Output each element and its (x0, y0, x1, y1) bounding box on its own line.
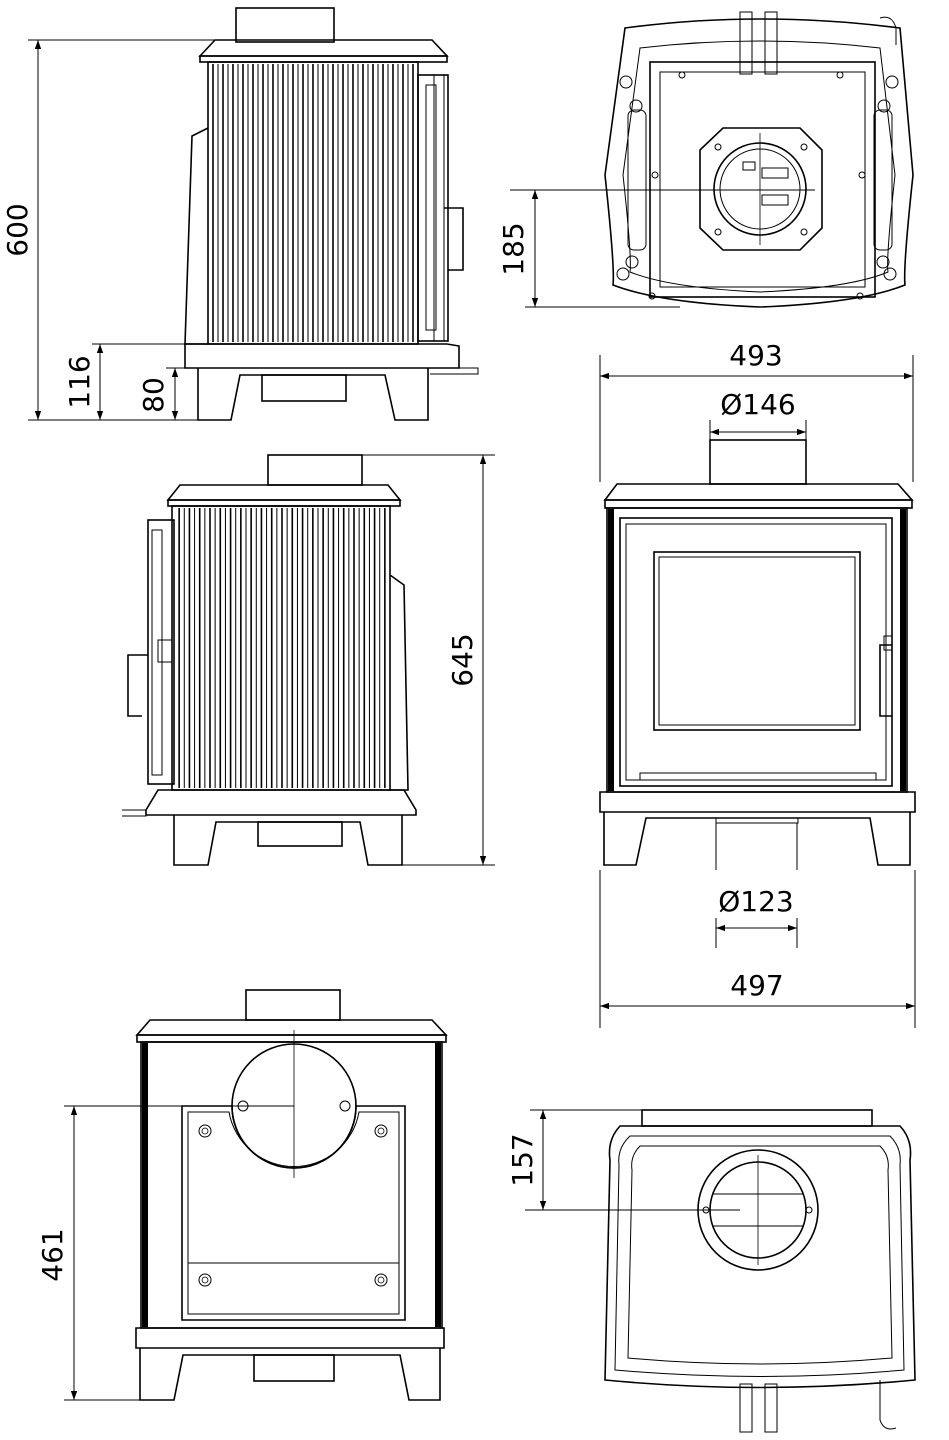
dimension-116: 116 (63, 343, 186, 420)
dimension-645: 645 (362, 454, 495, 866)
dim-label-116: 116 (63, 355, 96, 408)
dimension-dia-123: Ø123 (715, 885, 798, 948)
rear-view (135, 989, 448, 1401)
top-view (604, 11, 914, 308)
dimension-493: 493 (599, 339, 914, 482)
dim-label-493: 493 (729, 339, 782, 372)
dim-label-123: Ø123 (718, 885, 793, 918)
dimension-461: 461 (36, 1105, 294, 1401)
dim-label-497: 497 (730, 969, 783, 1002)
dimension-600: 600 (1, 39, 236, 421)
dim-label-461: 461 (36, 1228, 69, 1281)
dimension-dia-146: Ø146 (709, 388, 807, 442)
dim-label-80: 80 (137, 377, 170, 413)
side-view-left (122, 454, 417, 866)
bottom-view (604, 1109, 916, 1433)
dimension-157: 157 (506, 1109, 740, 1211)
dimension-497: 497 (599, 870, 916, 1028)
front-view (599, 439, 916, 870)
dim-label-185: 185 (497, 222, 530, 275)
dim-label-600: 600 (1, 203, 34, 256)
dim-label-146: Ø146 (720, 388, 795, 421)
dim-label-645: 645 (446, 633, 479, 686)
side-fins (212, 64, 414, 342)
dim-label-157: 157 (506, 1133, 539, 1186)
side-view-right (184, 7, 479, 421)
dimension-185: 185 (497, 189, 815, 308)
side-fins (178, 508, 386, 788)
dimension-80: 80 (137, 367, 186, 420)
